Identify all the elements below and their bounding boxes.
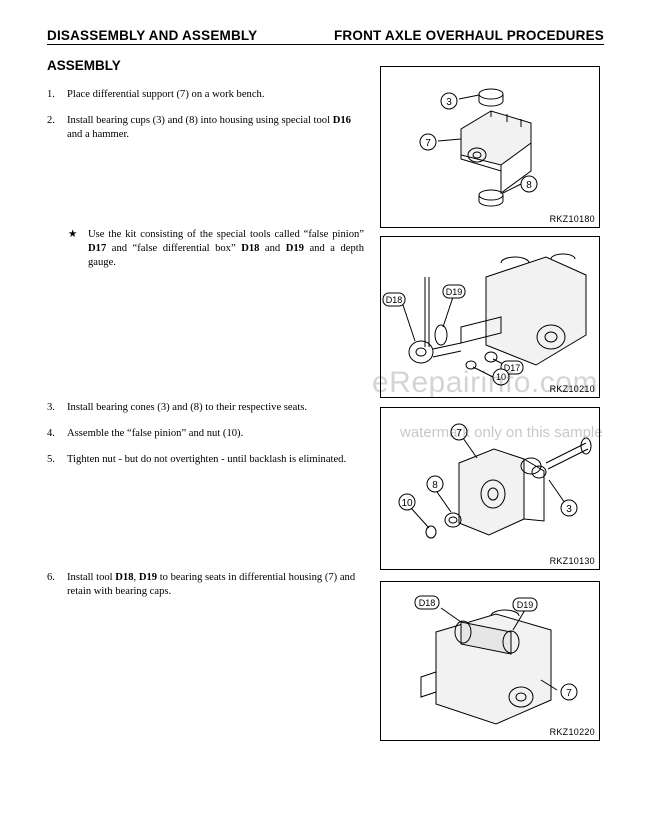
pinion-assembly-drawing: 7 8 10 3 <box>398 423 592 539</box>
callout-3: 3 <box>446 97 452 108</box>
figure-code: RKZ10130 <box>549 556 595 566</box>
note-text: Use the kit consisting of the special to… <box>88 229 365 268</box>
section-title: ASSEMBLY <box>47 58 121 73</box>
step-text: Place differential support (7) on a work… <box>67 89 265 100</box>
callout-7: 7 <box>456 428 462 439</box>
header-rule <box>47 44 604 45</box>
watermark-brand: eRepairinfo.com <box>372 366 598 399</box>
step-text: Tighten nut - but do not overtighten - u… <box>67 454 347 465</box>
callout-d18: D18 <box>419 598 436 608</box>
step-number: 6. <box>47 572 55 583</box>
callout-d17: D17 <box>504 363 521 373</box>
step-number: 4. <box>47 428 55 439</box>
step-text: Install bearing cups (3) and (8) into ho… <box>67 115 351 140</box>
star-icon: ★ <box>68 229 78 240</box>
figure-code: RKZ10210 <box>549 384 595 394</box>
step-text: Assemble the “false pinion” and nut (10)… <box>67 428 244 439</box>
figure-code: RKZ10180 <box>549 214 595 224</box>
step-number: 5. <box>47 454 55 465</box>
callout-3: 3 <box>566 504 572 515</box>
callout-10: 10 <box>401 498 413 509</box>
callout-d18: D18 <box>386 295 403 305</box>
callout-7: 7 <box>566 688 572 699</box>
callout-10: 10 <box>496 372 506 382</box>
step-text: Install tool D18, D19 to bearing seats i… <box>67 572 356 597</box>
false-pinion-kit-drawing: D18 D19 D17 10 <box>382 253 587 386</box>
differential-support-drawing: 3 7 8 <box>419 88 538 207</box>
figure-rkz10180: 3 7 8 RKZ10180 <box>380 66 600 228</box>
figure-code: RKZ10220 <box>549 727 595 737</box>
callout-8: 8 <box>526 180 532 191</box>
step-text: Install bearing cones (3) and (8) to the… <box>67 402 308 413</box>
tool-ref: D16 <box>332 115 351 126</box>
figure-rkz10220: D18 D19 7 RKZ10220 <box>380 581 600 741</box>
callout-d19: D19 <box>446 287 463 297</box>
figure-rkz10130: 7 8 10 3 RKZ10130 <box>380 407 600 570</box>
tool-note: ★ Use the kit consisting of the special … <box>68 228 364 270</box>
watermark-notice: watermark only on this sample <box>400 424 603 441</box>
figure-rkz10210: D18 D19 D17 10 RKZ10210 <box>380 236 600 398</box>
step-number: 2. <box>47 115 55 126</box>
step-number: 1. <box>47 89 55 100</box>
header-left-title: DISASSEMBLY AND ASSEMBLY <box>47 28 258 43</box>
callout-8: 8 <box>432 480 438 491</box>
differential-housing-tools-drawing: D18 D19 7 <box>414 595 578 725</box>
callout-7: 7 <box>425 138 431 149</box>
callout-d19: D19 <box>517 600 534 610</box>
header-right-title: FRONT AXLE OVERHAUL PROCEDURES <box>333 28 604 43</box>
step-number: 3. <box>47 402 55 413</box>
